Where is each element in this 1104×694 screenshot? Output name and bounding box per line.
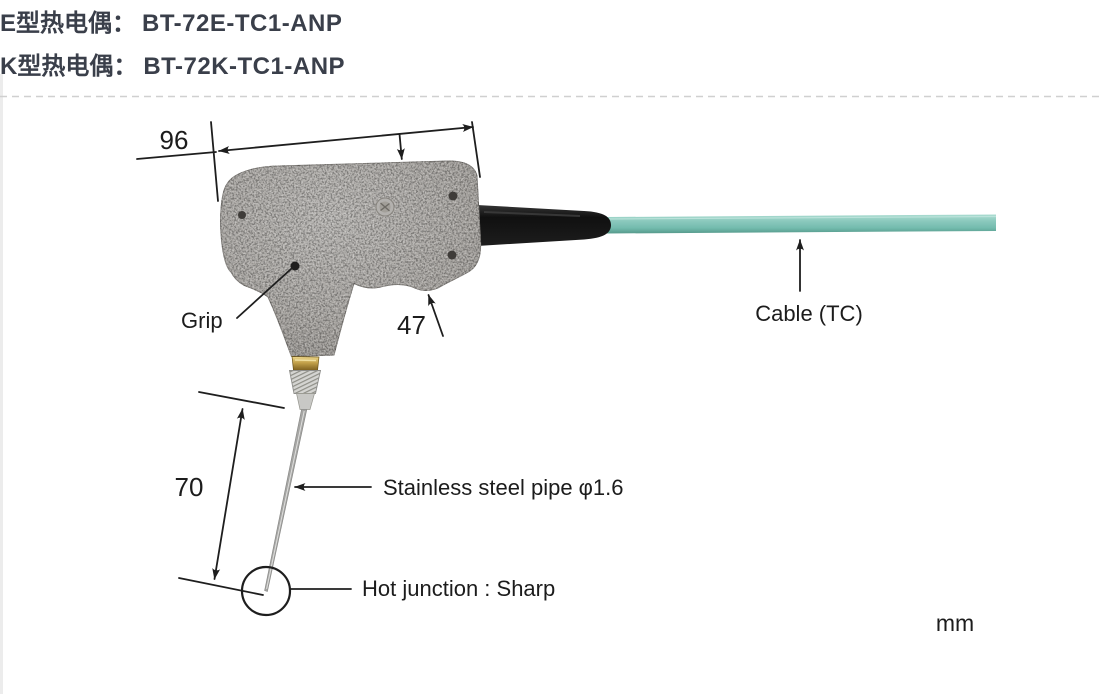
- model-line-k: K型热电偶：BT-72K-TC1-ANP: [0, 45, 345, 88]
- grip-hole-top-right: [448, 191, 458, 201]
- label-hot-junction: Hot junction : Sharp: [240, 565, 555, 617]
- tick-bottom: [178, 577, 264, 596]
- model-type-label-e: E型热电偶：: [0, 10, 137, 37]
- dimension-47: 47: [397, 294, 444, 340]
- extension-line-left: [210, 121, 219, 202]
- screw: [375, 197, 395, 217]
- strain-relief-boot: [477, 205, 611, 246]
- cable-label-text: Cable (TC): [755, 301, 863, 326]
- dimension-96: 96: [136, 121, 481, 202]
- pipe-label-text: Stainless steel pipe φ1.6: [383, 475, 624, 500]
- model-number-k: BT-72K-TC1-ANP: [143, 53, 346, 80]
- hot-junction-label-text: Hot junction : Sharp: [362, 576, 555, 601]
- top-surface-arrow: [396, 133, 405, 160]
- model-number-e: BT-72E-TC1-ANP: [142, 10, 343, 37]
- tick-top: [198, 391, 285, 409]
- unit-label: mm: [936, 610, 974, 636]
- dim-47-value: 47: [397, 310, 426, 340]
- product-models: E型热电偶：BT-72E-TC1-ANP K型热电偶：BT-72K-TC1-AN…: [0, 2, 345, 88]
- grip-label-text: Grip: [181, 308, 223, 333]
- needle: [264, 409, 308, 592]
- grip-hole-left: [238, 211, 246, 219]
- dim-96-value: 96: [160, 125, 189, 155]
- dimension-70: 70: [175, 391, 285, 596]
- brass-fitting: [291, 356, 320, 371]
- label-grip: Grip: [181, 268, 292, 333]
- hot-junction-circle: [240, 565, 292, 617]
- probe-illustration: [220, 160, 997, 592]
- knurled-collet: [288, 370, 322, 410]
- page-edge-strip: [0, 74, 3, 694]
- dim-70-value: 70: [175, 472, 204, 502]
- grip-dot: [290, 261, 300, 271]
- grip-body: [220, 160, 482, 358]
- cable: [605, 214, 997, 234]
- grip-hole-bottom-right: [447, 250, 457, 260]
- model-line-e: E型热电偶：BT-72E-TC1-ANP: [0, 2, 345, 45]
- label-pipe: Stainless steel pipe φ1.6: [294, 475, 624, 500]
- label-cable: Cable (TC): [755, 239, 863, 326]
- model-type-label-k: K型热电偶：: [0, 53, 138, 80]
